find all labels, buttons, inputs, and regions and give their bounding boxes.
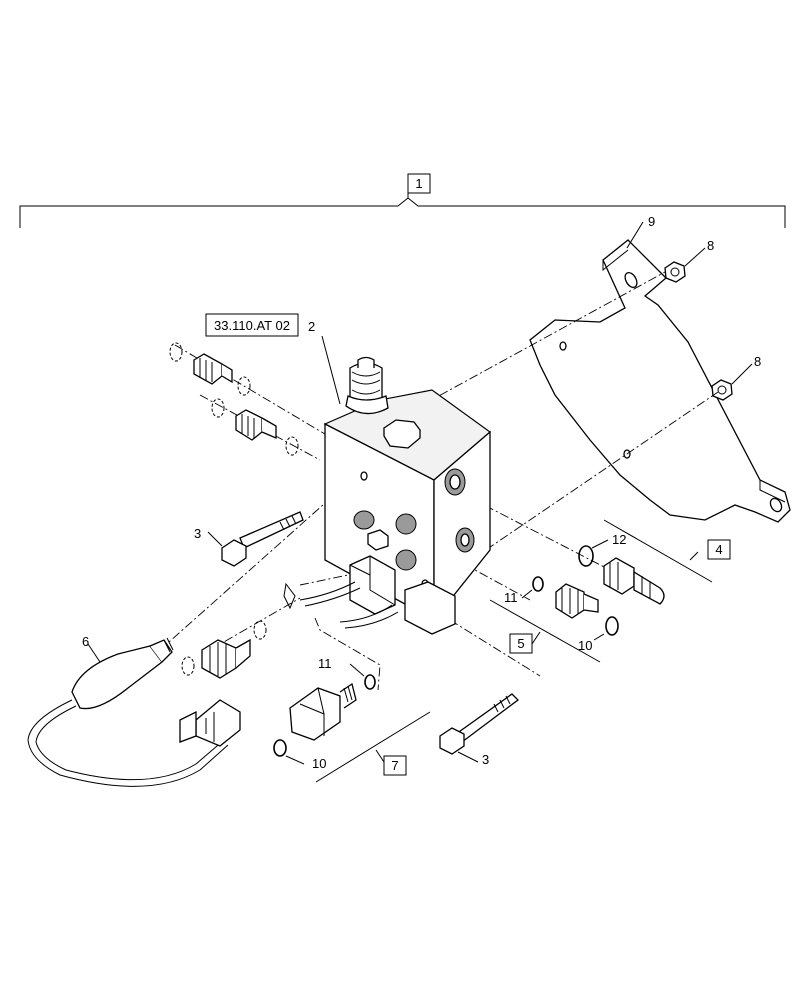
callout-5: 5 bbox=[517, 636, 524, 651]
fitting-upper-left bbox=[169, 342, 251, 396]
reference-box: 33.110.AT 02 bbox=[205, 313, 299, 337]
callout-6: 6 bbox=[82, 634, 89, 649]
callout-1: 1 bbox=[415, 176, 422, 191]
callout-11-right: 11 bbox=[504, 590, 518, 605]
callout-7: 7 bbox=[391, 758, 398, 773]
fitting-adapter-left bbox=[181, 620, 267, 679]
callout-10-left: 10 bbox=[312, 756, 326, 771]
callout-4: 4 bbox=[715, 542, 722, 557]
hose-fitting: 12 4 bbox=[578, 519, 731, 605]
callout-8-lower: 8 bbox=[754, 354, 761, 369]
mounting-bracket: 9 bbox=[529, 214, 791, 523]
valve-block: 2 bbox=[308, 319, 491, 622]
callout-8-upper: 8 bbox=[707, 238, 714, 253]
reference-label: 33.110.AT 02 bbox=[214, 318, 290, 333]
bolt-lower: 3 bbox=[439, 693, 519, 767]
flange-nut-lower: 8 bbox=[711, 354, 761, 401]
callout-9: 9 bbox=[648, 214, 655, 229]
kit-1-bracket: 1 bbox=[19, 173, 786, 228]
callout-12: 12 bbox=[612, 532, 626, 547]
callout-3-upper: 3 bbox=[194, 526, 201, 541]
callout-10-right: 10 bbox=[578, 638, 592, 653]
adapter-fitting-right: 11 10 5 bbox=[489, 576, 619, 663]
bolt-upper: 3 bbox=[194, 511, 304, 567]
fitting-upper-middle bbox=[211, 398, 299, 456]
solenoid-coil bbox=[283, 555, 456, 635]
callout-2: 2 bbox=[308, 319, 315, 334]
callout-3-lower: 3 bbox=[482, 752, 489, 767]
flange-nut-upper: 8 bbox=[664, 238, 714, 283]
pressure-switch: 6 bbox=[27, 634, 241, 787]
sender-unit: 11 10 7 bbox=[273, 656, 431, 783]
callout-11-left: 11 bbox=[318, 656, 332, 671]
